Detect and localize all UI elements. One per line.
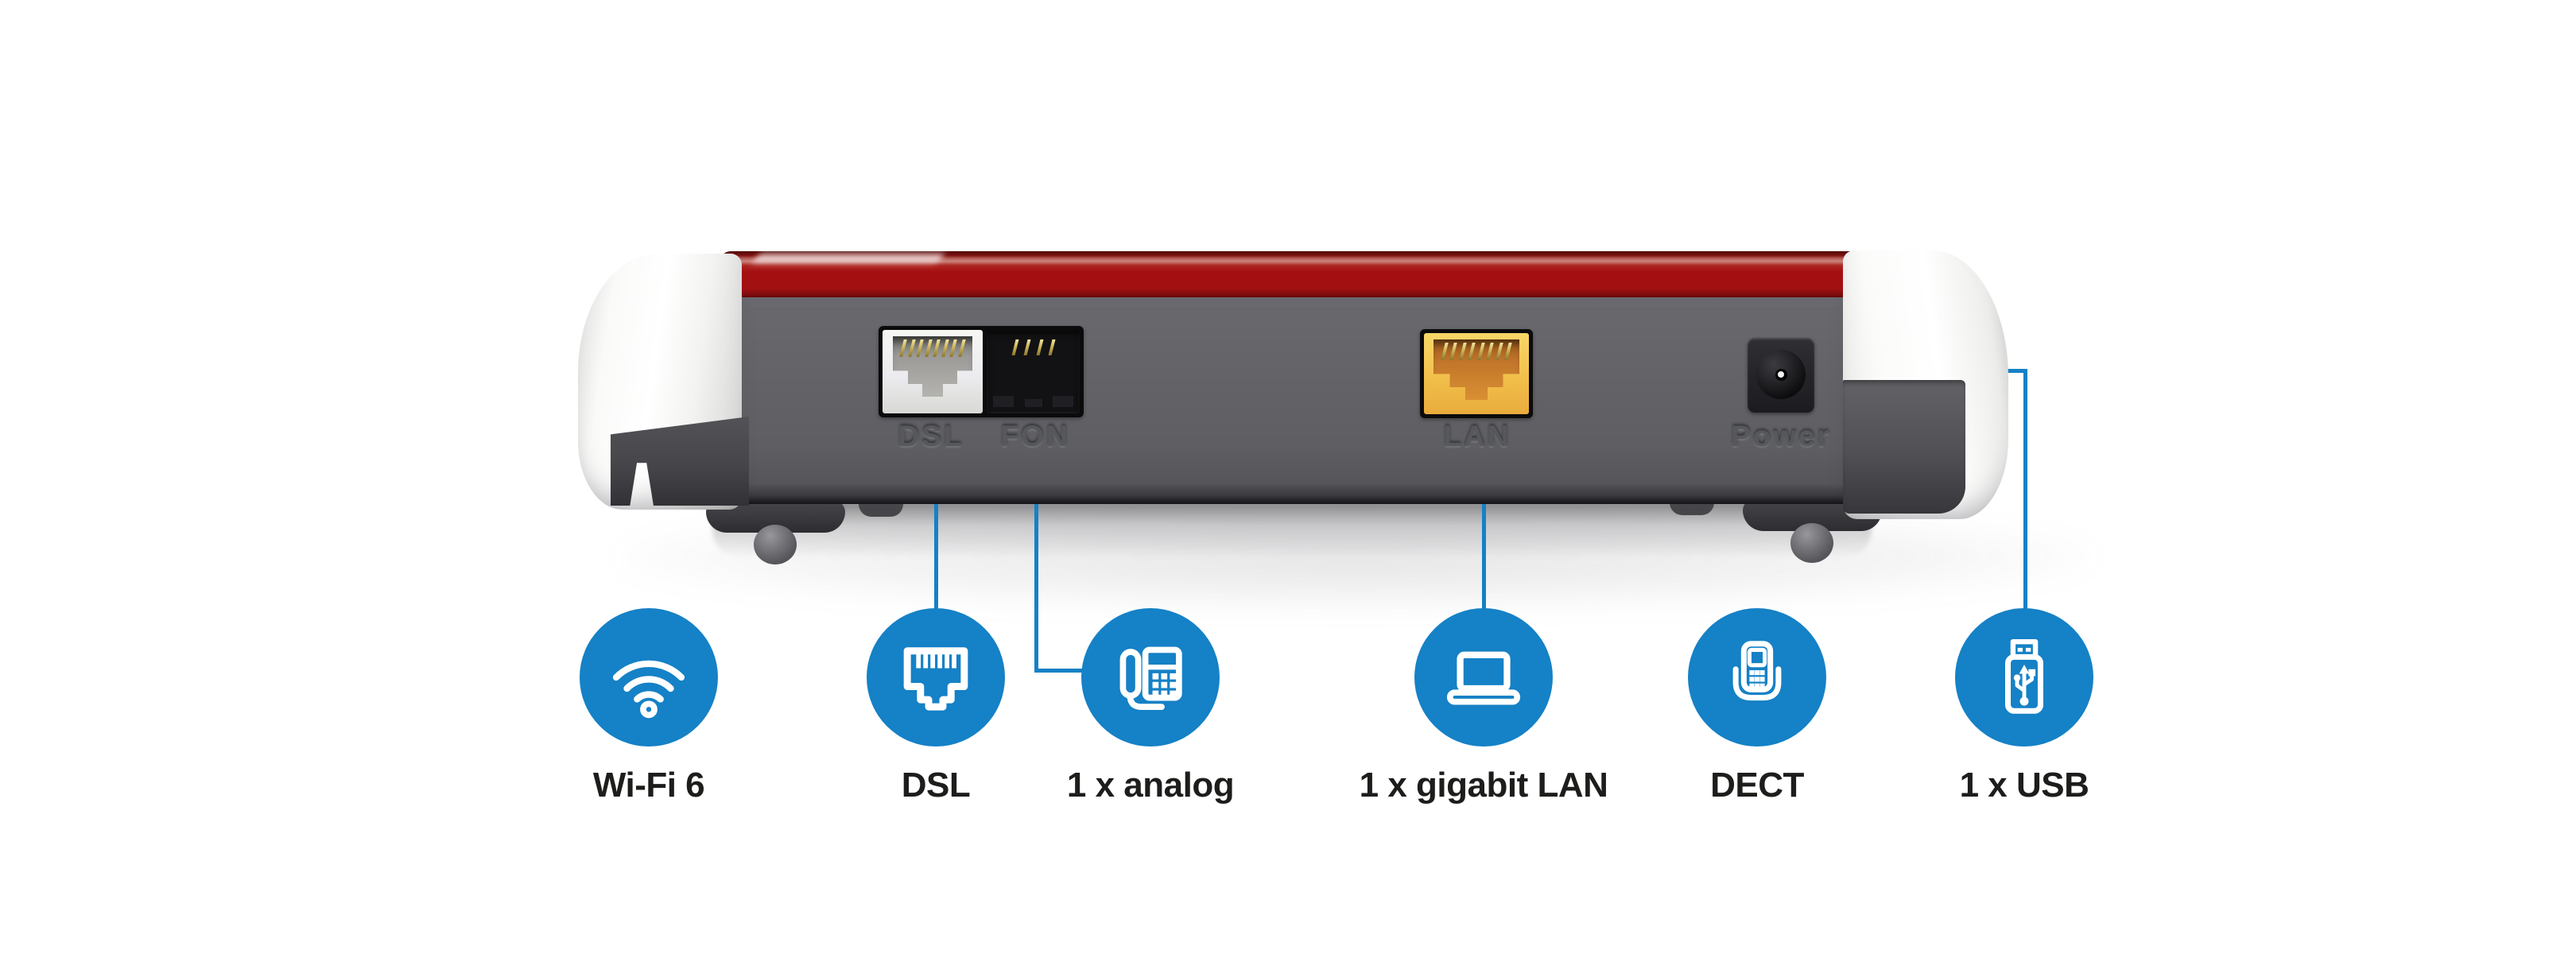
connector-line-usb-horizontal bbox=[2002, 369, 2027, 373]
feature-label-dsl: DSL bbox=[901, 766, 971, 805]
router-red-top bbox=[720, 251, 1864, 297]
dsl-port-pins bbox=[899, 339, 966, 357]
usb-badge bbox=[1955, 608, 2093, 747]
rj45-jack-icon bbox=[903, 647, 968, 711]
foot-bumper-right bbox=[1790, 523, 1833, 563]
analog-phone-icon bbox=[1119, 646, 1182, 710]
foot-peg-right bbox=[1670, 502, 1714, 515]
power-port-label: Power bbox=[1730, 420, 1832, 452]
red-top-gloss-highlight bbox=[752, 254, 945, 262]
feature-label-dect: DECT bbox=[1710, 766, 1804, 805]
wifi-icon bbox=[612, 660, 685, 719]
lan-port-label: LAN bbox=[1443, 420, 1511, 452]
dect-badge bbox=[1688, 608, 1826, 747]
power-pin-glint bbox=[1778, 371, 1784, 378]
fon-port-pins bbox=[1011, 339, 1056, 355]
lan-port[interactable] bbox=[1424, 333, 1529, 414]
fon-port[interactable] bbox=[987, 330, 1080, 413]
fon-ledge-center bbox=[1025, 399, 1042, 407]
wifi-6-badge bbox=[580, 608, 718, 747]
dsl-fon-port-frame bbox=[879, 326, 1084, 417]
power-jack[interactable] bbox=[1748, 338, 1814, 413]
connector-line-usb-vertical bbox=[2023, 369, 2027, 609]
feature-label-analog: 1 x analog bbox=[1066, 766, 1235, 805]
router-body: DSL FON LAN Power bbox=[714, 294, 1870, 504]
foot-bumper-left bbox=[754, 525, 797, 564]
dsl-badge bbox=[867, 608, 1005, 747]
power-barrel bbox=[1756, 350, 1806, 399]
fon-ledge-right bbox=[1053, 396, 1073, 407]
connector-line-dsl bbox=[934, 501, 938, 609]
usb-stick-icon bbox=[2005, 639, 2043, 714]
connector-line-fon-horizontal bbox=[1034, 669, 1085, 673]
end-cap-right-side-panel bbox=[1843, 380, 1965, 514]
gigabit-lan-badge bbox=[1414, 608, 1553, 747]
fon-port-label: FON bbox=[1000, 420, 1070, 452]
feature-label-gigabit-lan: 1 x gigabit LAN bbox=[1359, 766, 1608, 805]
dsl-port[interactable] bbox=[883, 330, 983, 413]
analog-badge bbox=[1081, 608, 1220, 747]
lan-port-frame bbox=[1420, 329, 1533, 418]
connector-line-fon-vertical bbox=[1034, 501, 1038, 673]
dect-handset-icon bbox=[1732, 641, 1782, 701]
laptop-icon bbox=[1446, 651, 1521, 705]
lan-port-pins bbox=[1441, 343, 1512, 360]
fon-ledge-left bbox=[993, 396, 1014, 407]
feature-label-wifi-6: Wi-Fi 6 bbox=[592, 766, 705, 805]
power-pin bbox=[1775, 369, 1787, 381]
foot-peg-left bbox=[859, 504, 903, 517]
feature-label-usb: 1 x USB bbox=[1959, 766, 2089, 805]
connector-line-lan bbox=[1482, 501, 1486, 609]
dsl-port-label: DSL bbox=[898, 420, 964, 452]
